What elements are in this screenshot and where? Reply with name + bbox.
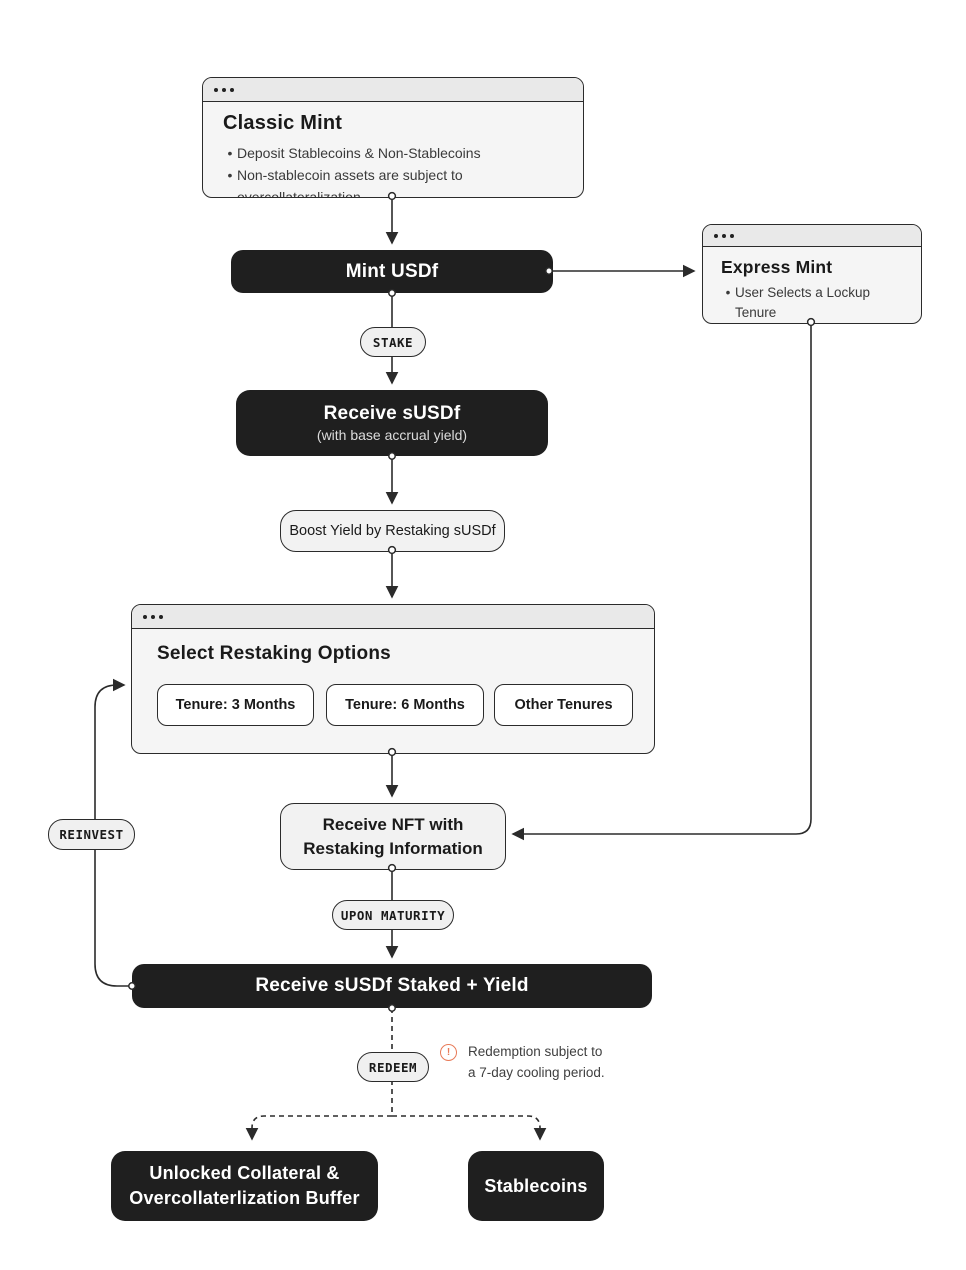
redeem-pill: REDEEM — [357, 1052, 429, 1082]
unlocked-collateral-line2: Overcollaterlization Buffer — [129, 1188, 360, 1208]
unlocked-collateral-node: Unlocked Collateral & Overcollaterlizati… — [111, 1151, 378, 1221]
redemption-note: ! Redemption subject to a 7-day cooling … — [440, 1041, 605, 1083]
receive-staked-yield-node: Receive sUSDf Staked + Yield — [132, 964, 652, 1008]
window-controls-icon — [703, 225, 921, 247]
receive-nft-line1: Receive NFT with — [322, 814, 464, 834]
tenure-3-months-button[interactable]: Tenure: 3 Months — [157, 684, 314, 726]
express-mint-title: Express Mint — [721, 257, 833, 277]
reinvest-pill: REINVEST — [48, 819, 135, 850]
express-mint-window: Express Mint •User Selects a Lockup Tenu… — [702, 224, 922, 324]
stablecoins-label: Stablecoins — [484, 1175, 588, 1196]
receive-staked-yield-label: Receive sUSDf Staked + Yield — [255, 975, 529, 996]
unlocked-collateral-line1: Unlocked Collateral & — [149, 1163, 340, 1183]
stablecoins-node: Stablecoins — [468, 1151, 604, 1221]
stake-pill: STAKE — [360, 327, 426, 357]
tenure-6-months-button[interactable]: Tenure: 6 Months — [326, 684, 484, 726]
classic-mint-window: Classic Mint •Deposit Stablecoins & Non-… — [202, 77, 584, 198]
classic-mint-bullet: •Deposit Stablecoins & Non-Stablecoins — [227, 145, 481, 161]
window-controls-icon — [203, 78, 583, 102]
receive-susdf-label: Receive sUSDf — [323, 403, 461, 424]
window-controls-icon — [132, 605, 654, 629]
receive-nft-line2: Restaking Information — [303, 838, 483, 858]
boost-yield-pill: Boost Yield by Restaking sUSDf — [280, 510, 505, 552]
mint-usdf-node: Mint USDf — [231, 250, 553, 293]
classic-mint-title: Classic Mint — [223, 112, 343, 134]
express-mint-bullet: •User Selects a Lockup Tenure — [725, 285, 871, 320]
redemption-note-line2: a 7-day cooling period. — [468, 1065, 605, 1080]
receive-susdf-node: Receive sUSDf (with base accrual yield) — [236, 390, 548, 456]
redemption-note-line1: Redemption subject to — [468, 1044, 603, 1059]
receive-susdf-subtitle: (with base accrual yield) — [316, 427, 468, 443]
mint-usdf-label: Mint USDf — [345, 260, 439, 282]
receive-nft-node: Receive NFT with Restaking Information — [280, 803, 506, 870]
other-tenures-button[interactable]: Other Tenures — [494, 684, 633, 726]
upon-maturity-pill: UPON MATURITY — [332, 900, 454, 930]
restaking-options-title: Select Restaking Options — [157, 643, 391, 664]
classic-mint-bullet: •Non-stablecoin assets are subject to ov… — [227, 167, 463, 198]
alert-circle-icon: ! — [440, 1044, 457, 1061]
restaking-options-window: Select Restaking Options Tenure: 3 Month… — [131, 604, 655, 754]
